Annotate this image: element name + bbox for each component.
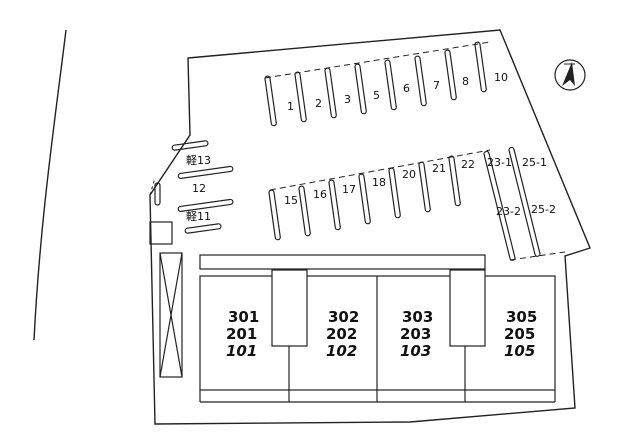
unit-labels-1: 301 201 101 <box>226 308 259 360</box>
parking-label: 軽13 <box>186 154 211 167</box>
unit-label: 102 <box>326 342 357 360</box>
unit-label: 201 <box>226 325 257 343</box>
unit-label: 305 <box>506 308 537 326</box>
unit-label: 303 <box>402 308 433 326</box>
parking-label: 8 <box>462 75 469 88</box>
apartment-building <box>199 254 556 403</box>
unit-label: 101 <box>226 342 257 360</box>
north-arrow-icon <box>554 59 586 91</box>
unit-label: 103 <box>400 342 431 360</box>
unit-labels-3: 303 203 103 <box>400 308 433 360</box>
parking-dashed-line <box>269 149 491 191</box>
unit-label: 205 <box>504 325 535 343</box>
parking-dividers-middle <box>268 155 461 241</box>
parking-label: 1 <box>287 100 294 113</box>
parking-dividers-left <box>154 140 234 234</box>
parking-label: 7 <box>433 79 440 92</box>
parking-dashed-line <box>264 41 491 79</box>
parking-label: 17 <box>342 183 356 196</box>
parking-label: 3 <box>344 93 351 106</box>
site-boundary <box>149 29 591 425</box>
parking-label: 18 <box>372 176 386 189</box>
parking-label: 20 <box>402 168 416 181</box>
unit-label: 302 <box>328 308 359 326</box>
parking-label: 2 <box>315 97 322 110</box>
parking-label: 25-1 <box>522 156 547 169</box>
parking-dividers-top <box>264 41 487 127</box>
parking-dashed-line <box>149 177 156 196</box>
unit-label: 301 <box>228 308 259 326</box>
road-edge-line <box>33 29 67 341</box>
parking-dividers-right <box>483 146 541 261</box>
unit-label: 202 <box>326 325 357 343</box>
parking-label: 16 <box>313 188 327 201</box>
parking-label: 15 <box>284 194 298 207</box>
unit-label: 105 <box>504 342 535 360</box>
parking-label: 5 <box>373 89 380 102</box>
parking-label: 22 <box>461 158 475 171</box>
parking-label: 25-2 <box>531 203 556 216</box>
parking-label: 23-1 <box>487 156 512 169</box>
parking-label: 12 <box>192 182 206 195</box>
parking-label: 10 <box>494 71 508 84</box>
parking-label: 軽11 <box>186 210 211 223</box>
unit-labels-2: 302 202 102 <box>326 308 359 360</box>
storage-box <box>159 252 183 378</box>
parking-label: 6 <box>403 82 410 95</box>
unit-labels-4: 305 205 105 <box>504 308 537 360</box>
parking-label: 23-2 <box>496 205 521 218</box>
utility-box <box>149 221 173 245</box>
unit-label: 203 <box>400 325 431 343</box>
parking-label: 21 <box>432 162 446 175</box>
